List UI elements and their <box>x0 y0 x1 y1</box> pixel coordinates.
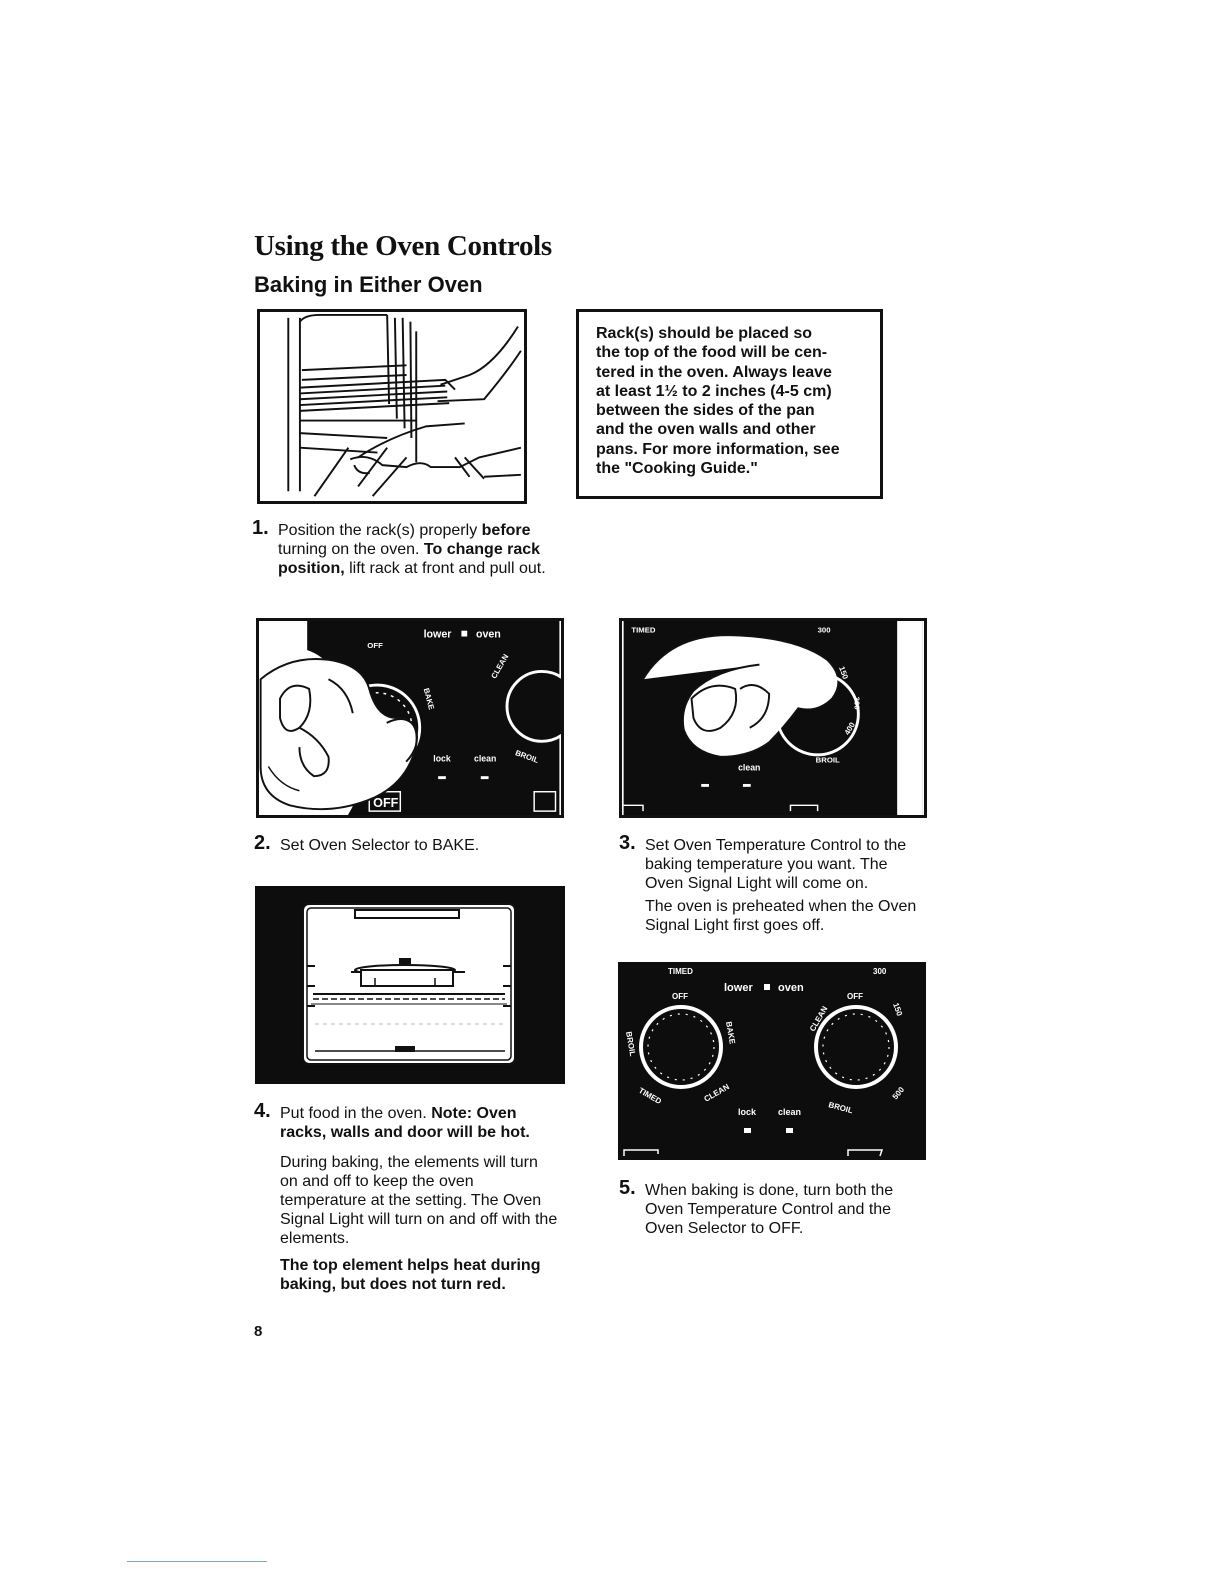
panel-label-off: OFF <box>367 641 383 650</box>
panel-label-timed: TIMED <box>668 967 693 976</box>
step-3: 3. Set Oven Temperature Control to the b… <box>619 833 930 935</box>
step-2: 2. Set Oven Selector to BAKE. <box>254 833 560 855</box>
step-text: When baking is done, turn both the Oven … <box>645 1182 894 1237</box>
note-line: at least 1½ to 2 inches (4-5 cm) <box>596 382 832 400</box>
step-emphasis: To change rack position, <box>278 541 541 577</box>
note-line: and the oven walls and other <box>596 421 816 439</box>
panel-label-300: 300 <box>852 697 861 710</box>
panel-label-clean: CLEAN <box>703 1082 732 1104</box>
step-emphasis: before <box>481 522 531 539</box>
step-warning: Note: Oven racks, walls and door will be… <box>280 1105 530 1141</box>
panel-label-bake: BAKE <box>724 1021 737 1046</box>
panel-label-150: 150 <box>891 1002 904 1018</box>
step-number: 2. <box>254 832 271 854</box>
panel-label-broil: BROIL <box>624 1031 637 1057</box>
step-number: 1. <box>252 517 269 539</box>
note-line: the "Cooking Guide." <box>596 460 758 478</box>
note-line: Rack(s) should be placed so <box>596 325 813 342</box>
rack-illustration <box>257 309 527 504</box>
panel-label-lower: lower <box>724 982 753 994</box>
section-title: Baking in Either Oven <box>254 272 483 297</box>
step-text: During baking, the elements will turn on… <box>280 1154 558 1247</box>
step-number: 4. <box>254 1100 271 1122</box>
panel-label-timed: TIMED <box>631 626 656 635</box>
step-5: 5. When baking is done, turn both the Ov… <box>619 1178 930 1238</box>
panel-label-lower: lower <box>424 628 452 640</box>
control-panel-photo: TIMED 300 lower oven OFF OFF BROIL BAKE … <box>618 962 926 1160</box>
page-title: Using the Oven Controls <box>254 230 552 262</box>
step-text: lift rack at front and pull out. <box>344 560 546 577</box>
step-number: 3. <box>619 832 636 854</box>
panel-label-oven: oven <box>476 628 501 640</box>
panel-label-300: 300 <box>873 967 887 976</box>
panel-label-clean: clean <box>778 1107 801 1117</box>
note-line: tered in the oven. Always leave <box>596 363 832 381</box>
panel-label-off: OFF <box>847 992 863 1001</box>
step-1: 1. Position the rack(s) properly before … <box>252 518 558 578</box>
panel-label-lock: lock <box>433 754 451 764</box>
panel-label-500: 500 <box>891 1085 907 1101</box>
panel-label-broil: BROIL <box>816 756 840 765</box>
oven-interior-photo <box>255 886 565 1084</box>
footer-divider <box>127 1561 267 1562</box>
panel-label-300: 300 <box>818 626 831 635</box>
selector-knob-photo: lower oven OFF BAKE CLEAN BROIL lock cle… <box>256 618 564 818</box>
panel-label-150: 150 <box>837 665 850 680</box>
step-number: 5. <box>619 1177 636 1199</box>
temperature-knob-photo: TIMED 300 150 300 400 BROIL clean <box>619 618 927 818</box>
note-line: pans. For more information, see <box>596 440 840 458</box>
step-4: 4. Put food in the oven. Note: Oven rack… <box>254 1101 560 1294</box>
panel-label-off: OFF <box>672 992 688 1001</box>
panel-label-timed: TIMED <box>637 1086 663 1106</box>
panel-label-clean: clean <box>738 762 760 772</box>
note-line: between the sides of the pan <box>596 402 815 420</box>
off-sign: OFF <box>373 796 399 810</box>
step-text: Position the rack(s) properly <box>278 522 478 539</box>
page-number: 8 <box>254 1323 263 1340</box>
step-emphasis: The top element helps heat during baking… <box>280 1257 541 1293</box>
rack-placement-note: Rack(s) should be placed so the top of t… <box>576 309 883 499</box>
panel-label-broil: BROIL <box>827 1100 853 1115</box>
note-line: the top of the food will be cen- <box>596 344 828 362</box>
step-text: Set Oven Selector to BAKE. <box>280 837 480 854</box>
step-text: The oven is preheated when the Oven Sign… <box>645 898 917 934</box>
panel-label-clean: clean <box>474 754 496 764</box>
panel-label-lock: lock <box>738 1107 757 1117</box>
step-text: turning on the oven. <box>278 541 424 558</box>
step-text: Set Oven Temperature Control to the baki… <box>645 837 907 892</box>
panel-label-oven: oven <box>778 982 804 994</box>
step-text: Put food in the oven. <box>280 1105 432 1122</box>
